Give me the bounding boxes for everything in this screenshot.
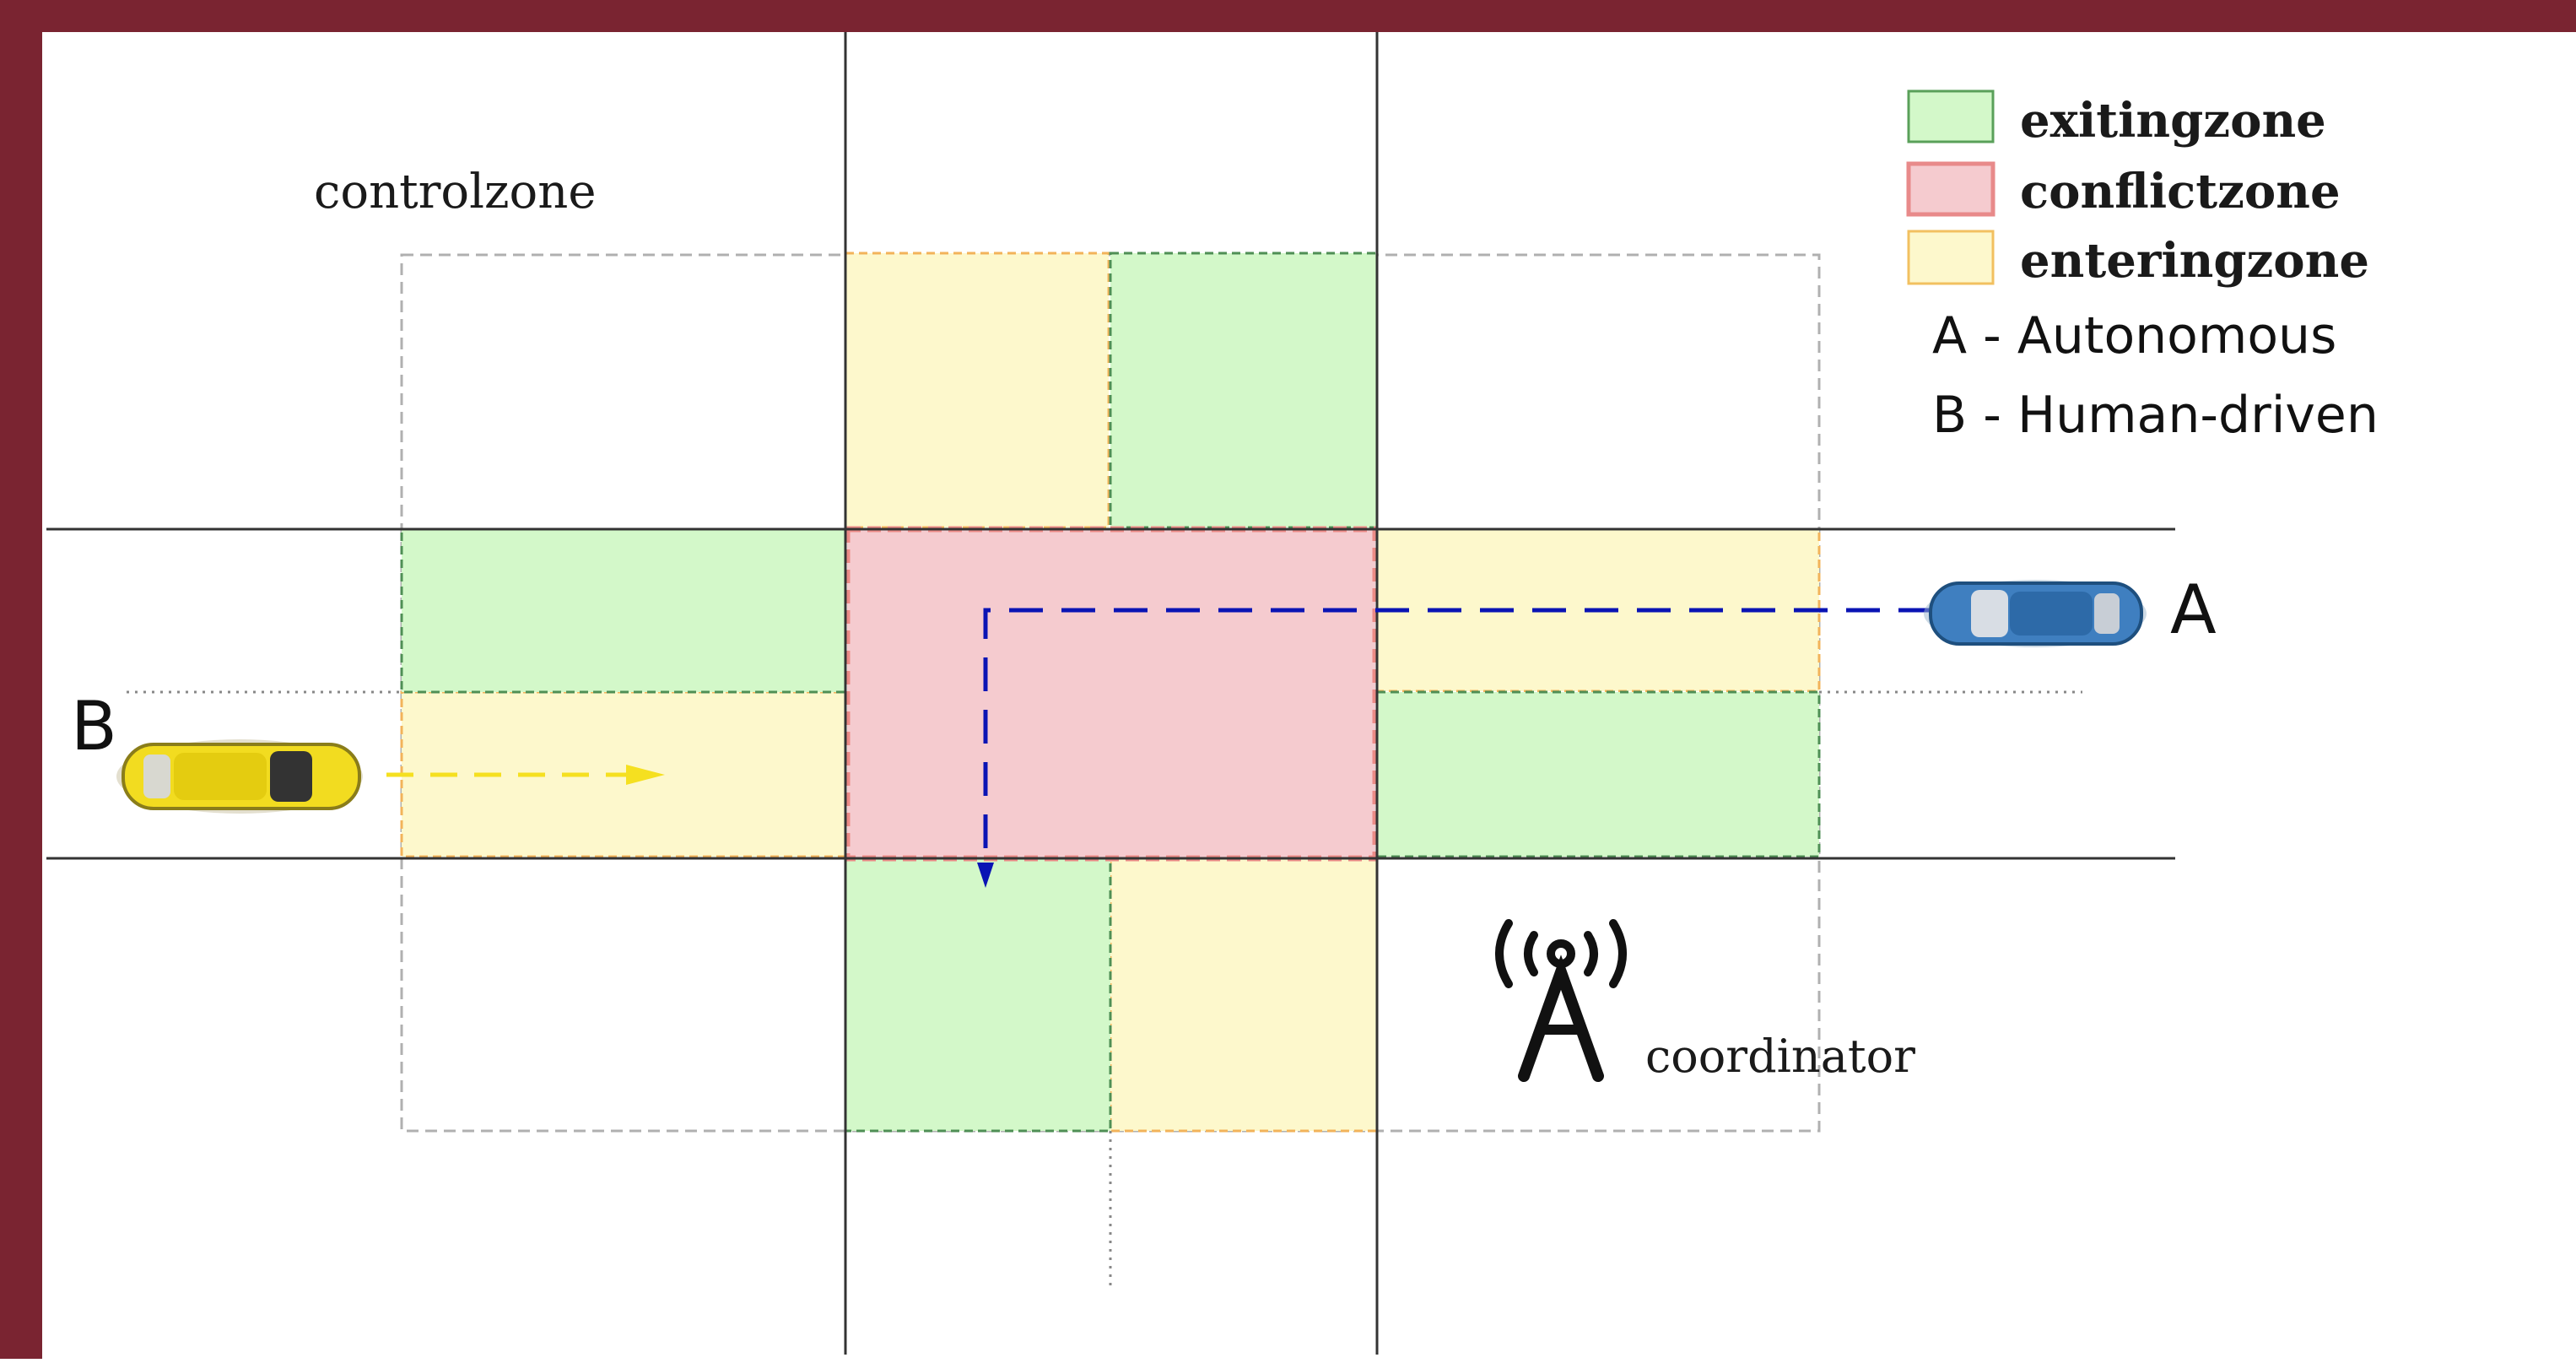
tower-wave-left-outer bbox=[1495, 919, 1513, 988]
key-human-driven: B - Human-driven bbox=[1932, 386, 2379, 445]
blue-car-roof bbox=[2010, 592, 2093, 636]
tower-wave-right-inner bbox=[1584, 931, 1598, 976]
exiting-zones bbox=[400, 252, 1821, 1133]
blue-car-rear-window bbox=[2094, 593, 2120, 634]
tower-wave-left-inner bbox=[1524, 931, 1538, 976]
exiting-zone-west bbox=[400, 527, 847, 694]
entering-zone-south bbox=[1109, 857, 1379, 1133]
blue-car-windshield bbox=[1971, 590, 2008, 637]
legend-item-exiting: exitingzone bbox=[1907, 89, 2326, 149]
frame-top-border bbox=[0, 0, 2576, 32]
legend-swatch-exiting bbox=[1907, 89, 1995, 143]
legend-swatch-entering bbox=[1907, 230, 1995, 285]
vehicle-a-label: A bbox=[2170, 571, 2217, 649]
yellow-car-icon bbox=[116, 739, 363, 814]
yellow-car-roof bbox=[174, 753, 267, 800]
key-autonomous: A - Autonomous bbox=[1932, 306, 2336, 365]
exiting-zone-east bbox=[1375, 690, 1821, 858]
road-lines bbox=[46, 32, 2175, 1355]
path-b-arrowhead bbox=[626, 765, 665, 785]
path-b bbox=[386, 765, 665, 785]
exiting-zone-south bbox=[844, 857, 1112, 1133]
path-a-line bbox=[983, 608, 1932, 869]
frame-left-border bbox=[0, 0, 42, 1359]
vehicle-b-label: B bbox=[71, 687, 117, 765]
entering-zone-north bbox=[844, 252, 1110, 529]
legend-item-conflict: conflictzone bbox=[1906, 161, 2341, 219]
legend-label-exiting: exitingzone bbox=[2020, 93, 2326, 149]
blue-car-icon bbox=[1924, 580, 2147, 647]
yellow-car-windshield bbox=[270, 751, 312, 802]
path-a bbox=[977, 608, 1932, 888]
coordinator-label: coordinator bbox=[1645, 1030, 1915, 1083]
legend-label-entering: enteringzone bbox=[2020, 233, 2369, 289]
legend-label-conflict: conflictzone bbox=[2020, 164, 2341, 219]
exiting-zone-north bbox=[1109, 252, 1379, 529]
tower-mast bbox=[1518, 955, 1604, 1082]
radio-tower-icon bbox=[1495, 919, 1627, 1082]
yellow-car-rear-window bbox=[143, 755, 170, 798]
path-a-arrowhead bbox=[977, 863, 994, 888]
legend: exitingzone conflictzone enteringzone A … bbox=[1906, 89, 2379, 445]
tower-wave-right-outer bbox=[1609, 919, 1627, 988]
legend-item-entering: enteringzone bbox=[1907, 230, 2369, 289]
conflict-zone bbox=[844, 526, 1379, 862]
control-zone-label: controlzone bbox=[314, 165, 596, 219]
lane-center-lines bbox=[127, 690, 2082, 1291]
legend-swatch-conflict bbox=[1906, 161, 1995, 217]
